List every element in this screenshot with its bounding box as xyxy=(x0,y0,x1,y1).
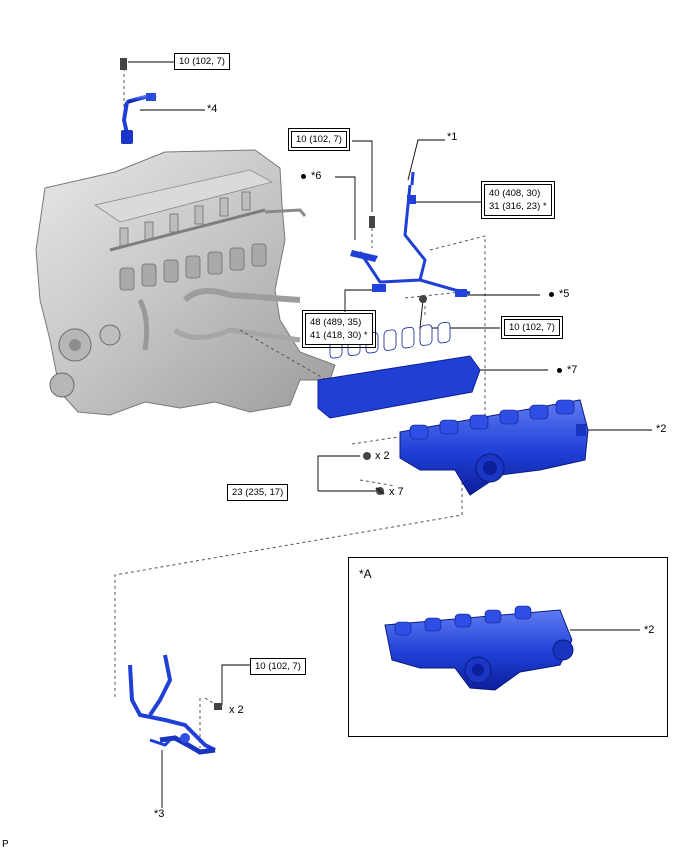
callout-2: *2 xyxy=(656,423,667,435)
bullet-icon xyxy=(301,173,306,179)
torque-box-pipe-nut: 40 (408, 30) 31 (316, 23) * xyxy=(481,181,555,219)
torque-bracket-value-1: 48 (489, 35) xyxy=(310,317,362,328)
torque-box-lower-bolt: 10 (102, 7) xyxy=(250,658,306,675)
corner-mark: P xyxy=(2,839,9,850)
torque-box-clamp-bolt: 10 (102, 7) xyxy=(501,316,563,339)
callout-7: *7 xyxy=(557,364,577,377)
engine-block xyxy=(35,149,336,416)
torque-bracket-value-2: 41 (418, 30) * xyxy=(310,330,368,341)
callout-5: *5 xyxy=(549,288,569,301)
torque-pipe-value-1: 40 (408, 30) xyxy=(489,188,541,199)
callout-4: *4 xyxy=(207,103,218,115)
callout-1: *1 xyxy=(447,131,458,143)
torque-box-manifold: 23 (235, 17) xyxy=(227,484,289,501)
quantity-bolts: x 7 xyxy=(389,486,404,498)
callout-3: *3 xyxy=(154,808,165,820)
torque-box-bracket-bolt: 10 (102, 7) xyxy=(288,128,350,151)
bullet-icon xyxy=(549,291,554,297)
bullet-icon xyxy=(557,367,562,373)
inset-view-a: *A xyxy=(348,557,668,737)
callout-5-text: *5 xyxy=(559,288,570,300)
part-3-pipe-assembly xyxy=(128,654,222,755)
part-2-intake-manifold xyxy=(363,399,589,496)
leader-lines xyxy=(128,61,652,808)
inset-label: *A xyxy=(359,567,372,581)
torque-pipe-value-2: 31 (316, 23) * xyxy=(489,201,547,212)
callout-7-text: *7 xyxy=(567,364,578,376)
callout-6-text: *6 xyxy=(311,170,322,182)
quantity-lower-bolts: x 2 xyxy=(229,704,244,716)
callout-2-inset: *2 xyxy=(644,624,655,636)
quantity-nuts: x 2 xyxy=(375,450,390,462)
inset-manifold xyxy=(384,605,574,691)
callout-6: *6 xyxy=(301,170,321,183)
dashed-guides xyxy=(114,68,486,748)
part-1-pipe-assembly xyxy=(350,171,471,303)
torque-box-sensor-bolt: 10 (102, 7) xyxy=(174,53,230,70)
part-4-pipe xyxy=(120,58,157,144)
torque-box-pipe-bracket: 48 (489, 35) 41 (418, 30) * xyxy=(302,310,376,348)
